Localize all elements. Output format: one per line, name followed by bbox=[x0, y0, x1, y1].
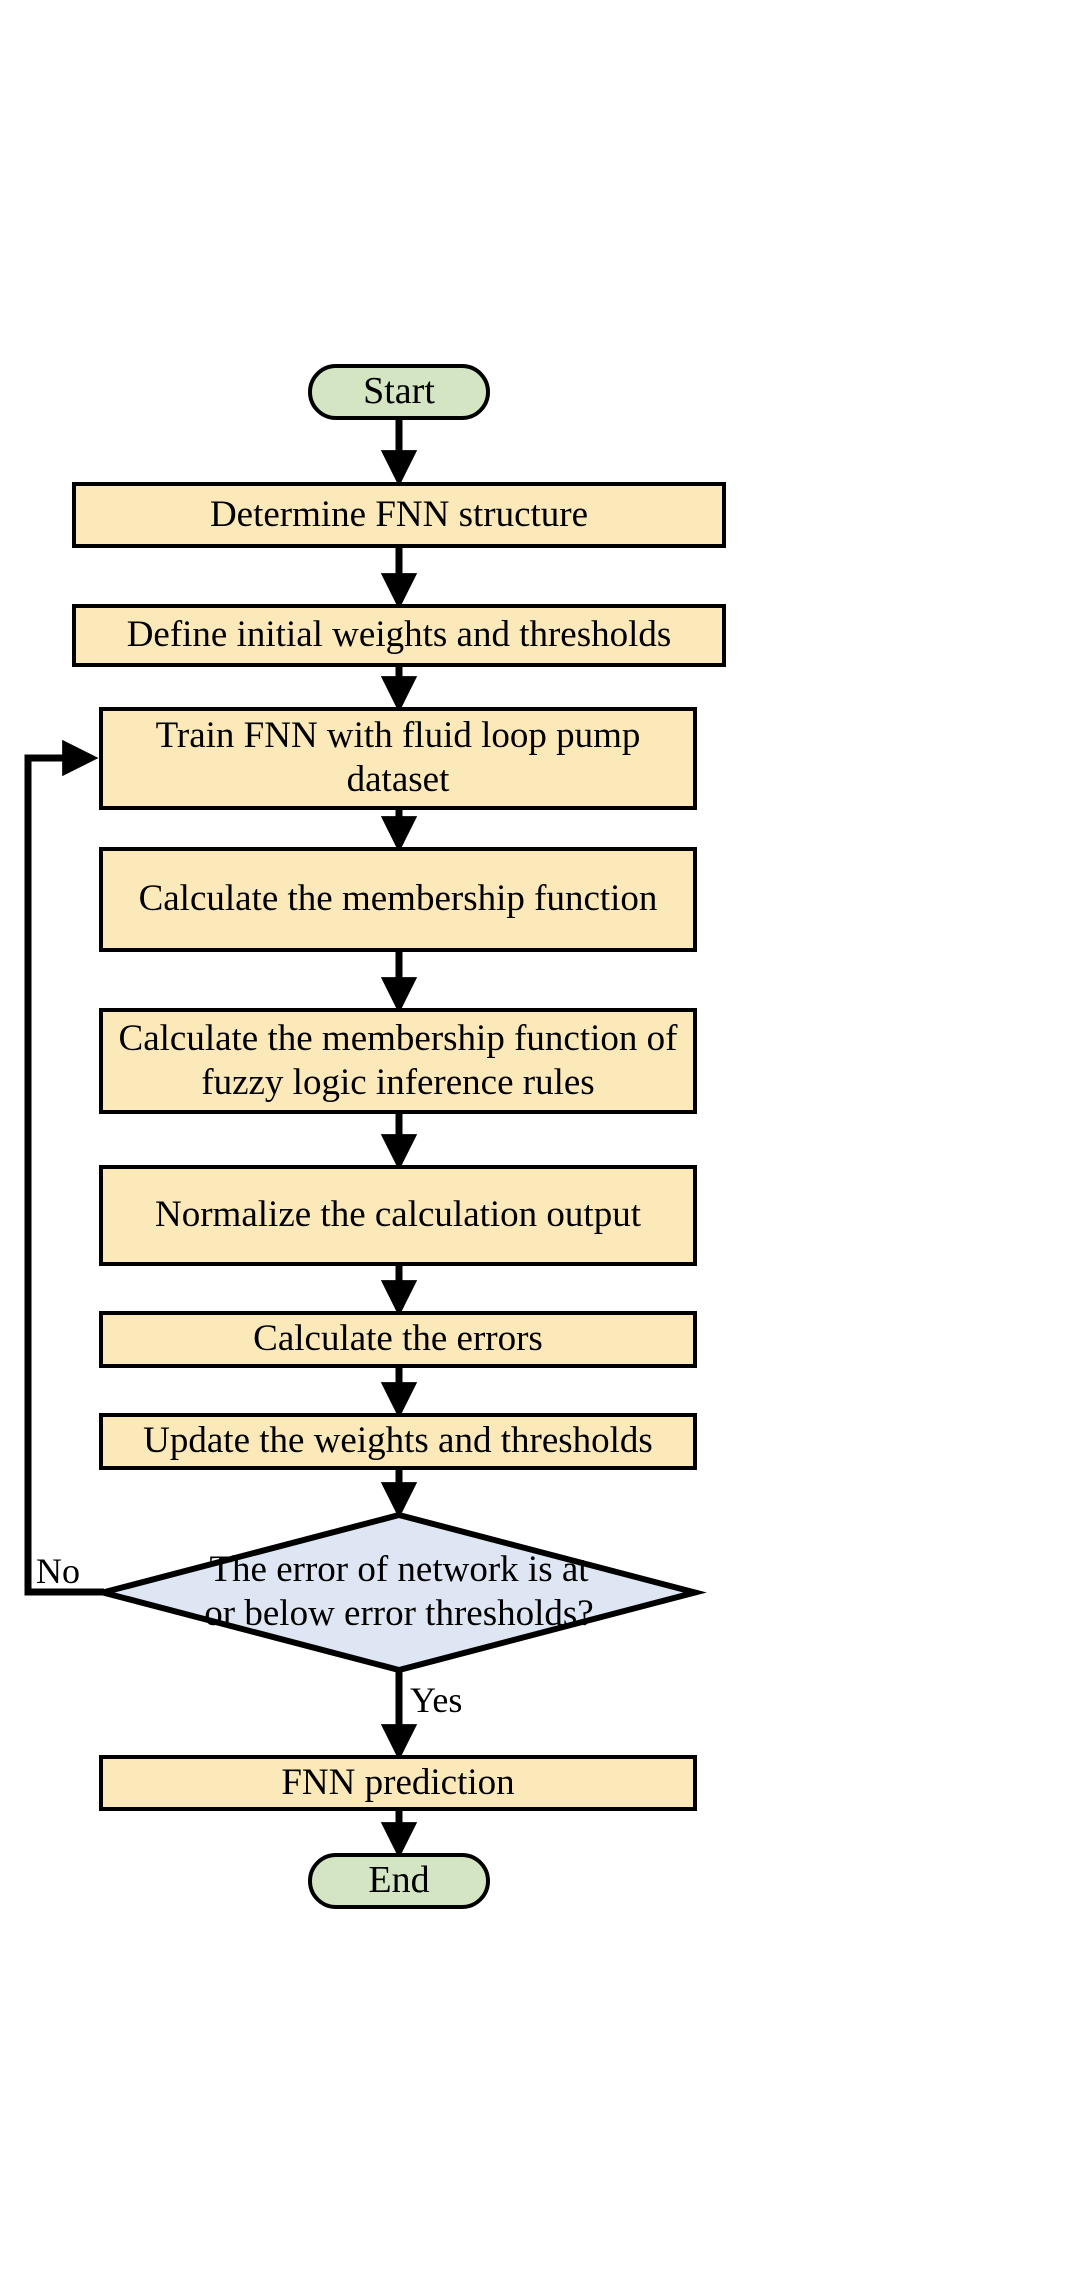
edge-label-yes: Yes bbox=[410, 1679, 463, 1720]
node-fnn-prediction[interactable]: FNN prediction bbox=[99, 1754, 697, 1811]
decision-diamond-shape bbox=[91, 1511, 707, 1673]
node-train-fnn-label: Train FNN with fluid loop pump dataset bbox=[155, 715, 641, 800]
node-calculate-membership-function[interactable]: Calculate the membership function bbox=[99, 846, 697, 952]
node-train-fnn[interactable]: Train FNN with fluid loop pump dataset bbox=[99, 706, 697, 810]
node-update-weights-label: Update the weights and thresholds bbox=[143, 1420, 653, 1462]
connector-decision-no-loop bbox=[24, 739, 104, 1595]
node-error-threshold-decision[interactable]: The error of network is at or below erro… bbox=[91, 1511, 707, 1673]
node-normalize-output-label: Normalize the calculation output bbox=[155, 1194, 641, 1236]
node-calculate-errors[interactable]: Calculate the errors bbox=[99, 1310, 697, 1368]
node-start-label: Start bbox=[363, 370, 435, 413]
node-calculate-membership-function-label: Calculate the membership function bbox=[138, 878, 658, 920]
node-start[interactable]: Start bbox=[308, 363, 490, 420]
node-end-label: End bbox=[368, 1859, 430, 1902]
node-calculate-errors-label: Calculate the errors bbox=[253, 1318, 543, 1360]
node-end[interactable]: End bbox=[308, 1852, 490, 1909]
node-determine-fnn-structure-label: Determine FNN structure bbox=[209, 493, 589, 535]
node-fnn-prediction-label: FNN prediction bbox=[281, 1761, 515, 1803]
node-update-weights[interactable]: Update the weights and thresholds bbox=[99, 1412, 697, 1470]
node-fuzzy-inference-rules-label: Calculate the membership function of fuz… bbox=[118, 1017, 678, 1103]
edge-label-no: No bbox=[36, 1550, 80, 1591]
node-determine-fnn-structure[interactable]: Determine FNN structure bbox=[72, 481, 726, 548]
node-define-initial-weights[interactable]: Define initial weights and thresholds bbox=[72, 603, 726, 667]
node-define-initial-weights-label: Define initial weights and thresholds bbox=[126, 614, 672, 656]
node-normalize-output[interactable]: Normalize the calculation output bbox=[99, 1164, 697, 1266]
node-fuzzy-inference-rules[interactable]: Calculate the membership function of fuz… bbox=[99, 1007, 697, 1114]
